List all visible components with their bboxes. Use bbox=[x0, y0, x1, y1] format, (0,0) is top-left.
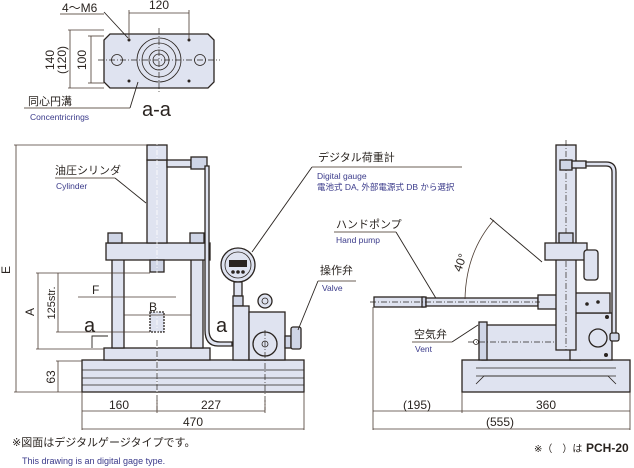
section-mark-right: a bbox=[216, 315, 228, 337]
valve-label-en: Valve bbox=[322, 283, 343, 293]
rings-label-jp: 同心円溝 bbox=[28, 95, 72, 108]
nut-left bbox=[107, 232, 123, 244]
callouts: デジタル荷重計 Digital gauge 電池式 DA, 外部電源式 DB か… bbox=[251, 150, 479, 354]
base-frame bbox=[81, 359, 305, 393]
side-valve-knob bbox=[588, 328, 608, 348]
gauge-note: 電池式 DA, 外部電源式 DB から選択 bbox=[317, 182, 455, 192]
dim-555: (555) bbox=[486, 415, 514, 429]
upper-platen bbox=[105, 242, 211, 261]
reservoir-cap bbox=[478, 321, 488, 361]
side-view: 40° (195) 360 (555) bbox=[370, 140, 631, 430]
vent-label-en: Vent bbox=[415, 344, 433, 354]
side-gauge bbox=[583, 249, 599, 281]
valve-top bbox=[257, 293, 273, 309]
thread-label: 4～M6 bbox=[62, 1, 98, 15]
front-view: 油圧シリンダ Cylinder E A 125str. F B a a 63 bbox=[0, 140, 305, 430]
dim-120: 120 bbox=[149, 0, 169, 12]
dim-195: (195) bbox=[403, 398, 431, 412]
gauge-label-en: Digital gauge bbox=[317, 171, 367, 181]
model-note-prefix: ※（ ）は bbox=[534, 443, 582, 455]
column-left bbox=[111, 249, 125, 349]
pump-label-en: Hand pump bbox=[336, 235, 380, 245]
section-title: a-a bbox=[142, 99, 172, 121]
angle-40: 40° bbox=[451, 252, 470, 274]
tap-hole bbox=[187, 79, 191, 83]
dim-470: 470 bbox=[183, 415, 203, 429]
gauge-connector bbox=[232, 295, 244, 307]
dim-63: 63 bbox=[44, 370, 58, 384]
valve-handle bbox=[290, 326, 302, 350]
dim-A: A bbox=[23, 308, 37, 316]
gauge-display bbox=[229, 260, 247, 267]
gauge-stem bbox=[233, 281, 243, 297]
note-en: This drawing is an digital gage type. bbox=[22, 456, 165, 466]
hose-fitting bbox=[166, 159, 192, 168]
hose-nut bbox=[190, 156, 208, 170]
valve-stem bbox=[284, 335, 292, 349]
section-view-a-a: 120 4～M6 140 (120) 100 同心円溝 Concentricri… bbox=[24, 0, 220, 122]
valve-block bbox=[232, 305, 250, 361]
valve-label-jp: 操作弁 bbox=[320, 263, 353, 277]
dim-140: 140 bbox=[43, 50, 57, 70]
dim-360: 360 bbox=[536, 398, 556, 412]
note-jp: ※図面はデジタルゲージタイプです。 bbox=[12, 435, 195, 449]
side-nut bbox=[558, 232, 574, 244]
dim-100: 100 bbox=[75, 50, 89, 70]
model-note-model: PCH-20 bbox=[586, 441, 629, 455]
side-platen bbox=[544, 242, 588, 261]
dim-B: B bbox=[149, 300, 157, 314]
dim-227: 227 bbox=[201, 398, 221, 412]
dim-120-alt: (120) bbox=[55, 46, 69, 74]
column-right bbox=[190, 249, 204, 349]
section-mark-left: a bbox=[84, 315, 96, 337]
hose bbox=[204, 165, 233, 347]
notes: ※図面はデジタルゲージタイプです。 This drawing is an dig… bbox=[12, 435, 629, 466]
gauge-label-jp: デジタル荷重計 bbox=[318, 150, 395, 164]
nut-right bbox=[189, 232, 205, 244]
dim-stroke: 125str. bbox=[46, 286, 58, 319]
dim-160: 160 bbox=[109, 398, 129, 412]
vent-label-jp: 空気弁 bbox=[414, 327, 447, 341]
rings-label-en: Concentricrings bbox=[30, 112, 89, 122]
dim-F: F bbox=[92, 283, 99, 297]
pump-label-jp: ハンドポンプ bbox=[336, 218, 402, 231]
handle-pivot-block bbox=[573, 292, 611, 314]
cylinder-label-jp: 油圧シリンダ bbox=[55, 163, 121, 177]
dim-E: E bbox=[0, 266, 13, 274]
tap-hole bbox=[127, 79, 131, 83]
cylinder-label-en: Cylinder bbox=[56, 181, 87, 191]
